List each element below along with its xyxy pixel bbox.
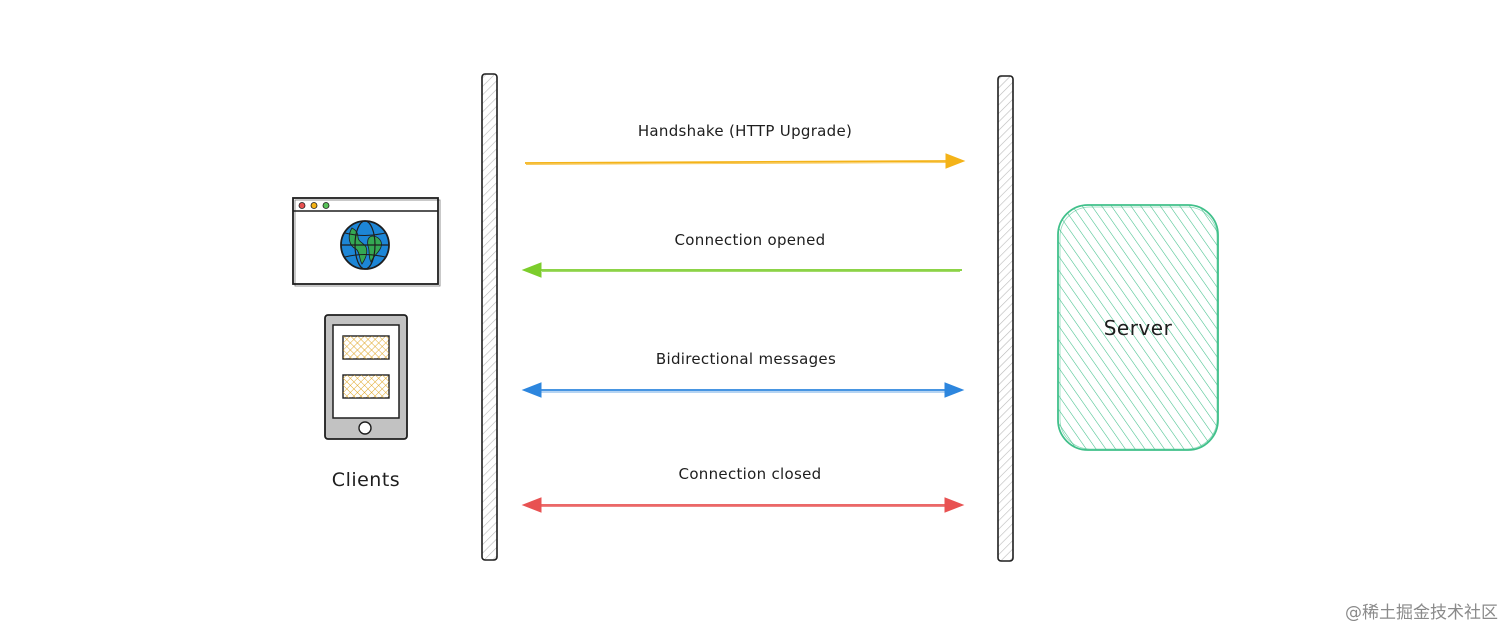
browser-window-icon	[292, 197, 441, 287]
client-lifeline	[481, 73, 498, 561]
server-label: Server	[1103, 316, 1173, 340]
arrow-handshake	[524, 153, 966, 169]
tablet-icon	[324, 314, 408, 440]
connection-closed-label: Connection closed	[678, 465, 822, 483]
server-box	[1057, 204, 1219, 451]
handshake-label: Handshake (HTTP Upgrade)	[637, 122, 853, 140]
clients-label: Clients	[331, 469, 401, 491]
arrow-connection-opened	[521, 262, 962, 278]
bidirectional-messages-label: Bidirectional messages	[655, 350, 837, 368]
server-lifeline	[997, 75, 1014, 562]
globe-icon	[340, 220, 390, 270]
arrow-connection-closed	[521, 497, 965, 513]
connection-opened-label: Connection opened	[674, 231, 826, 249]
watermark: @稀土掘金技术社区	[1345, 603, 1498, 623]
arrow-bidirectional	[521, 382, 965, 398]
